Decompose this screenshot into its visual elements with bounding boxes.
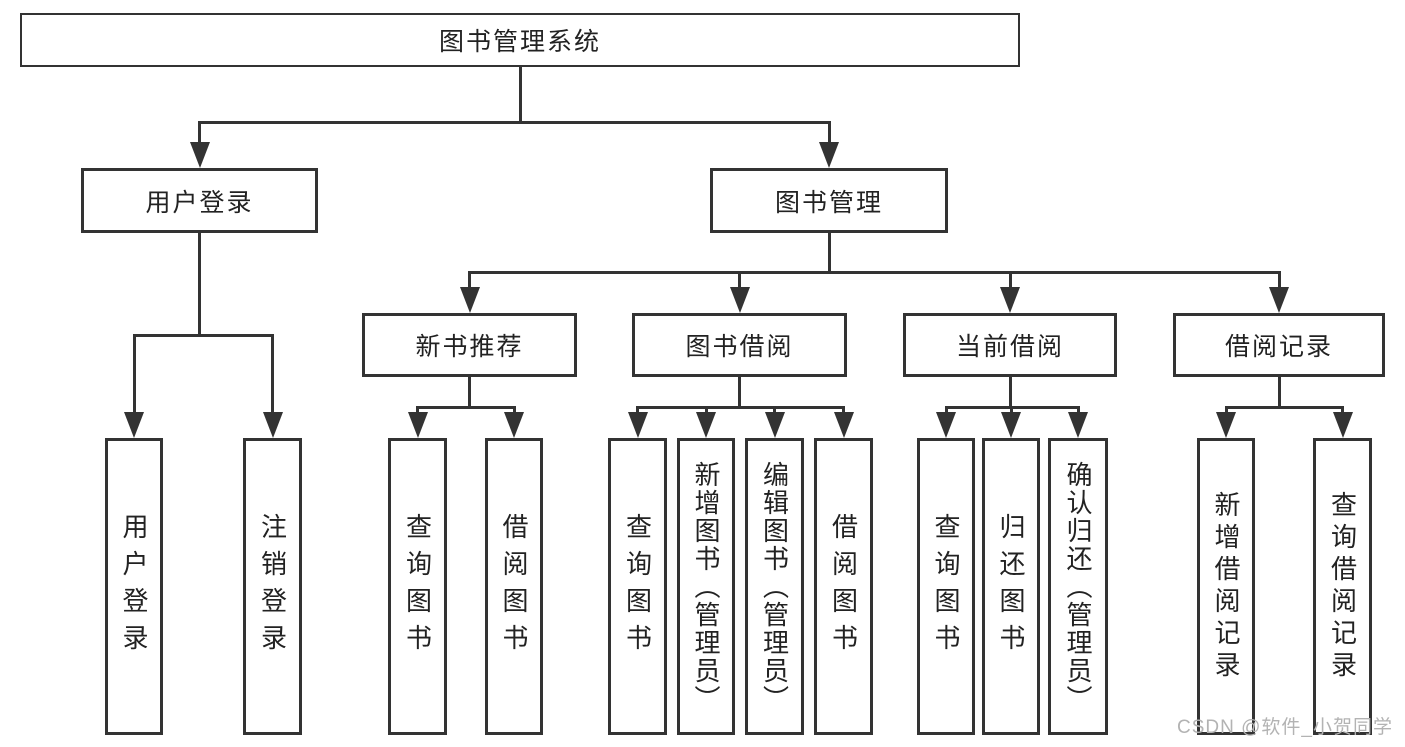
node-nbr-borrow-books: 借阅图书 — [485, 438, 543, 735]
connector-drop — [468, 271, 471, 295]
connector-drop — [198, 121, 201, 150]
node-rec-add-borrow-record: 新增借阅记录 — [1197, 438, 1255, 735]
node-label-library-system: 图书管理系统 — [438, 28, 601, 56]
node-cb-query-books: 查询图书 — [917, 438, 975, 735]
node-label-borrowing-records: 借阅记录 — [1224, 333, 1333, 361]
node-cb-confirm-return-admin: 确认归还（管理员） — [1048, 438, 1108, 735]
connector-stem — [198, 233, 201, 337]
node-current-borrowing: 当前借阅 — [903, 313, 1117, 377]
connector-bar — [198, 121, 831, 124]
node-logout: 注销登录 — [243, 438, 302, 735]
arrowhead-down-icon — [504, 412, 524, 438]
arrowhead-down-icon — [1068, 412, 1088, 438]
node-label-book-borrowing: 图书借阅 — [685, 333, 794, 361]
node-book-management: 图书管理 — [710, 168, 948, 233]
node-bb-edit-books-admin: 编辑图书（管理员） — [745, 438, 804, 735]
node-label-new-book-recommend: 新书推荐 — [415, 333, 524, 361]
connector-bar — [468, 271, 1281, 274]
connector-stem — [468, 377, 471, 409]
node-user-login: 用户登录 — [105, 438, 163, 735]
connector-drop — [271, 334, 274, 420]
node-label-logout: 注销登录 — [257, 512, 288, 661]
connector-bar — [416, 406, 516, 409]
node-label-user-login: 用户登录 — [119, 512, 149, 661]
arrowhead-down-icon — [819, 142, 839, 168]
node-library-system: 图书管理系统 — [20, 13, 1020, 67]
node-label-bb-borrow-books: 借阅图书 — [828, 512, 859, 661]
arrowhead-down-icon — [407, 412, 428, 438]
arrowhead-down-icon — [833, 412, 854, 438]
arrowhead-down-icon — [627, 412, 648, 438]
connector-stem — [1008, 377, 1012, 409]
arrowhead-down-icon — [1332, 412, 1353, 438]
arrowhead-down-icon — [1216, 412, 1236, 438]
node-label-rec-add-borrow-record: 新增借阅记录 — [1211, 490, 1241, 683]
connector-bar — [132, 334, 274, 337]
watermark: CSDN @软件_小贺同学 — [1177, 717, 1393, 738]
connector-drop — [132, 334, 136, 420]
node-borrowing-records: 借阅记录 — [1173, 313, 1385, 377]
connector-drop — [1008, 271, 1012, 295]
node-bb-query-books: 查询图书 — [608, 438, 667, 735]
node-label-nbr-query-books: 查询图书 — [402, 512, 433, 661]
node-label-cb-query-books: 查询图书 — [931, 512, 961, 661]
node-label-nbr-borrow-books: 借阅图书 — [499, 512, 529, 661]
node-label-user-login-branch: 用户登录 — [145, 188, 254, 217]
arrowhead-down-icon — [729, 287, 750, 313]
node-bb-add-books-admin: 新增图书（管理员） — [677, 438, 735, 735]
node-label-cb-return-books: 归还图书 — [996, 512, 1026, 661]
connector-stem — [1277, 377, 1281, 409]
node-cb-return-books: 归还图书 — [982, 438, 1040, 735]
node-label-current-borrowing: 当前借阅 — [955, 333, 1064, 361]
connector-drop — [1277, 271, 1281, 295]
connector-stem — [738, 377, 741, 409]
connector-bar — [636, 406, 845, 409]
arrowhead-down-icon — [936, 412, 956, 438]
node-book-borrowing: 图书借阅 — [632, 313, 847, 377]
connector-stem — [518, 67, 522, 124]
node-rec-query-borrow-record: 查询借阅记录 — [1313, 438, 1372, 735]
node-label-bb-add-books-admin: 新增图书（管理员） — [691, 460, 721, 713]
node-label-book-management: 图书管理 — [774, 188, 883, 217]
arrowhead-down-icon — [189, 142, 210, 168]
node-bb-borrow-books: 借阅图书 — [814, 438, 873, 735]
node-nbr-query-books: 查询图书 — [388, 438, 447, 735]
connector-stem — [827, 233, 831, 274]
connector-drop — [738, 271, 741, 295]
arrowhead-down-icon — [124, 412, 144, 438]
node-label-bb-edit-books-admin: 编辑图书（管理员） — [759, 460, 790, 713]
arrowhead-down-icon — [262, 412, 283, 438]
arrowhead-down-icon — [459, 287, 480, 313]
node-label-cb-confirm-return-admin: 确认归还（管理员） — [1063, 460, 1093, 713]
arrowhead-down-icon — [1001, 412, 1021, 438]
node-user-login-branch: 用户登录 — [81, 168, 318, 233]
connector-bar — [1224, 406, 1344, 409]
connector-drop — [827, 121, 831, 150]
node-new-book-recommend: 新书推荐 — [362, 313, 577, 377]
node-label-rec-query-borrow-record: 查询借阅记录 — [1327, 490, 1358, 683]
arrowhead-down-icon — [764, 412, 785, 438]
arrowhead-down-icon — [696, 412, 716, 438]
arrowhead-down-icon — [1000, 287, 1020, 313]
node-label-bb-query-books: 查询图书 — [622, 512, 653, 661]
arrowhead-down-icon — [1269, 287, 1289, 313]
